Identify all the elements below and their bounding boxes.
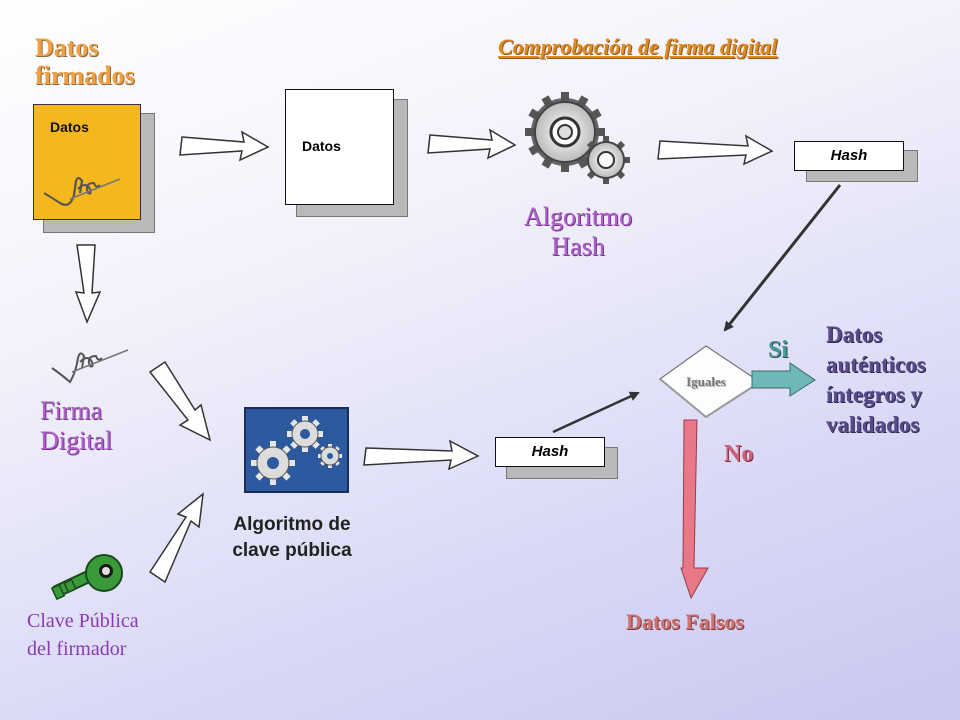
- signature-firma-icon: [51, 349, 129, 384]
- iguales-label: Iguales: [686, 374, 726, 389]
- key-icon: [50, 554, 123, 601]
- arrow-algoritmo-to-hash: [657, 134, 774, 166]
- clave-publica-label: Clave Pública del firmador: [27, 610, 139, 660]
- hash-top-box: Hash: [794, 141, 904, 171]
- datos-firmados-label: Datos firmados: [35, 33, 135, 90]
- arrow-si: [751, 362, 816, 397]
- gears-small-icon: [582, 136, 630, 184]
- arrow-datos-to-data: [179, 130, 270, 162]
- data-box: Datos: [285, 89, 394, 205]
- hash-bottom-box: Hash: [495, 437, 605, 467]
- resultado-ok-label: Datos auténticos íntegros y validados: [826, 322, 926, 437]
- arrow-algoritmo-clave-to-hash: [363, 439, 480, 471]
- arrow-no: [680, 419, 709, 600]
- page-title: Comprobación de firma digital: [498, 34, 778, 59]
- signature-icon: [43, 176, 121, 206]
- gear-box-icon: [244, 407, 349, 493]
- arrow-clave-to-algoritmo-clave: [148, 492, 204, 584]
- si-label: Si: [768, 337, 789, 363]
- arrow-hash-bottom-to-iguales: [552, 391, 640, 434]
- datos-falsos-label: Datos Falsos: [626, 609, 744, 634]
- firma-digital-label: Firma Digital: [40, 396, 113, 455]
- signed-data-box: Datos: [33, 104, 141, 220]
- arrow-firma-to-algoritmo-clave: [148, 360, 212, 442]
- arrow-data-to-algoritmo: [427, 128, 517, 160]
- gears-icon: [525, 92, 605, 172]
- data-box-label: Datos: [302, 138, 341, 154]
- arrow-hash-top-to-iguales: [723, 184, 842, 332]
- no-label: No: [724, 441, 754, 467]
- algoritmo-hash-label: Algoritmo Hash: [523, 202, 633, 261]
- arrow-datos-to-firma: [74, 244, 102, 325]
- algoritmo-clave-label: Algoritmo de clave pública: [232, 514, 352, 561]
- signed-data-box-label: Datos: [50, 119, 89, 135]
